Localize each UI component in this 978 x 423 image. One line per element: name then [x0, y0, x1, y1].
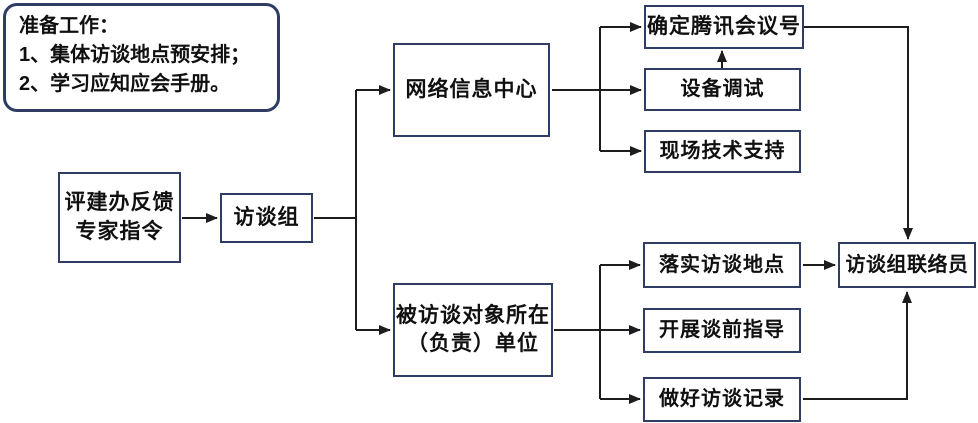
node-onsite-tech-support: 现场技术支持 — [644, 130, 801, 173]
node-group-liaison: 访谈组联络员 — [838, 242, 976, 288]
node-network-info-center-label: 网络信息中心 — [405, 77, 538, 101]
connector-meeting-to-liaison — [803, 26, 913, 240]
node-expert-feedback-line2: 专家指令 — [75, 219, 164, 243]
node-interviewee-unit: 被访谈对象所在 （负责）单位 — [393, 283, 553, 377]
node-expert-feedback: 评建办反馈 专家指令 — [58, 172, 181, 263]
node-device-debug: 设备调试 — [644, 68, 801, 111]
preparation-note-item-2: 2、学习应知应会手册。 — [19, 73, 231, 95]
node-interview-records: 做好访谈记录 — [643, 377, 801, 422]
node-interview-records-label: 做好访谈记录 — [659, 388, 785, 410]
node-pre-interview-guidance-label: 开展谈前指导 — [659, 319, 785, 341]
node-device-debug-label: 设备调试 — [680, 78, 765, 100]
node-interview-group: 访谈组 — [220, 193, 313, 243]
node-interviewee-unit-line2: （负责）单位 — [407, 332, 539, 355]
node-confirm-meeting-id-label: 确定腾讯会议号 — [647, 14, 801, 38]
node-confirm-meeting-id: 确定腾讯会议号 — [644, 5, 804, 49]
connector-group-branch-trunk — [314, 90, 357, 330]
preparation-note: 准备工作： 1、集体访谈地点预安排； 2、学习应知应会手册。 — [3, 3, 280, 112]
node-expert-feedback-line1: 评建办反馈 — [64, 191, 175, 215]
node-arrange-venue-label: 落实访谈地点 — [659, 253, 785, 276]
connector-record-to-liaison — [803, 291, 912, 400]
preparation-note-title: 准备工作： — [19, 15, 119, 37]
node-network-info-center: 网络信息中心 — [393, 43, 550, 137]
node-interview-group-label: 访谈组 — [233, 205, 300, 229]
preparation-note-item-1: 1、集体访谈地点预安排； — [19, 44, 251, 66]
node-group-liaison-label: 访谈组联络员 — [845, 253, 969, 276]
node-arrange-venue: 落实访谈地点 — [643, 242, 801, 288]
node-onsite-tech-support-label: 现场技术支持 — [659, 140, 786, 162]
node-pre-interview-guidance: 开展谈前指导 — [643, 308, 801, 353]
node-interviewee-unit-line1: 被访谈对象所在 — [396, 303, 550, 327]
